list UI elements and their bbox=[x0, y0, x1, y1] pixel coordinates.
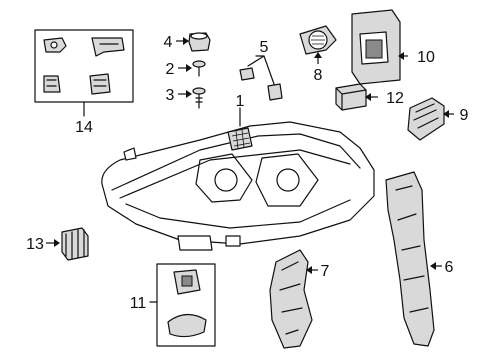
callout-12: 12 bbox=[386, 90, 404, 107]
part-1-headlamp bbox=[101, 107, 375, 251]
callout-5: 5 bbox=[260, 39, 269, 56]
callout-7: 7 bbox=[321, 263, 330, 280]
part-5-bulbs bbox=[239, 55, 283, 101]
part-12-module bbox=[335, 83, 378, 111]
callout-6: 6 bbox=[445, 259, 454, 276]
part-14-kit-box bbox=[34, 29, 134, 117]
callout-9: 9 bbox=[460, 107, 469, 124]
part-10-control-module bbox=[351, 9, 408, 85]
part-7-bracket bbox=[269, 249, 318, 349]
clip-bottom-right-icon bbox=[89, 73, 111, 95]
clip-top-right-icon bbox=[91, 37, 125, 57]
callout-11: 11 bbox=[130, 295, 147, 312]
part-3-screw bbox=[178, 87, 206, 109]
part-11-kit-box bbox=[149, 263, 216, 347]
part-4-adjuster bbox=[176, 32, 211, 52]
callout-4: 4 bbox=[164, 34, 173, 51]
part-9-cap bbox=[407, 97, 454, 141]
callout-2: 2 bbox=[166, 61, 175, 78]
callout-10: 10 bbox=[417, 49, 435, 66]
callout-1: 1 bbox=[236, 93, 245, 110]
part-8-cover bbox=[299, 25, 337, 64]
part-2-screw bbox=[178, 60, 206, 77]
callout-13: 13 bbox=[26, 236, 44, 253]
part-13-socket bbox=[46, 227, 89, 261]
clip-top-left-icon bbox=[43, 37, 67, 53]
part-6-side-bracket bbox=[385, 171, 442, 347]
callout-8: 8 bbox=[314, 67, 323, 84]
callout-3: 3 bbox=[166, 87, 175, 104]
callout-14: 14 bbox=[75, 119, 93, 136]
clip-bottom-left-icon bbox=[43, 75, 61, 93]
